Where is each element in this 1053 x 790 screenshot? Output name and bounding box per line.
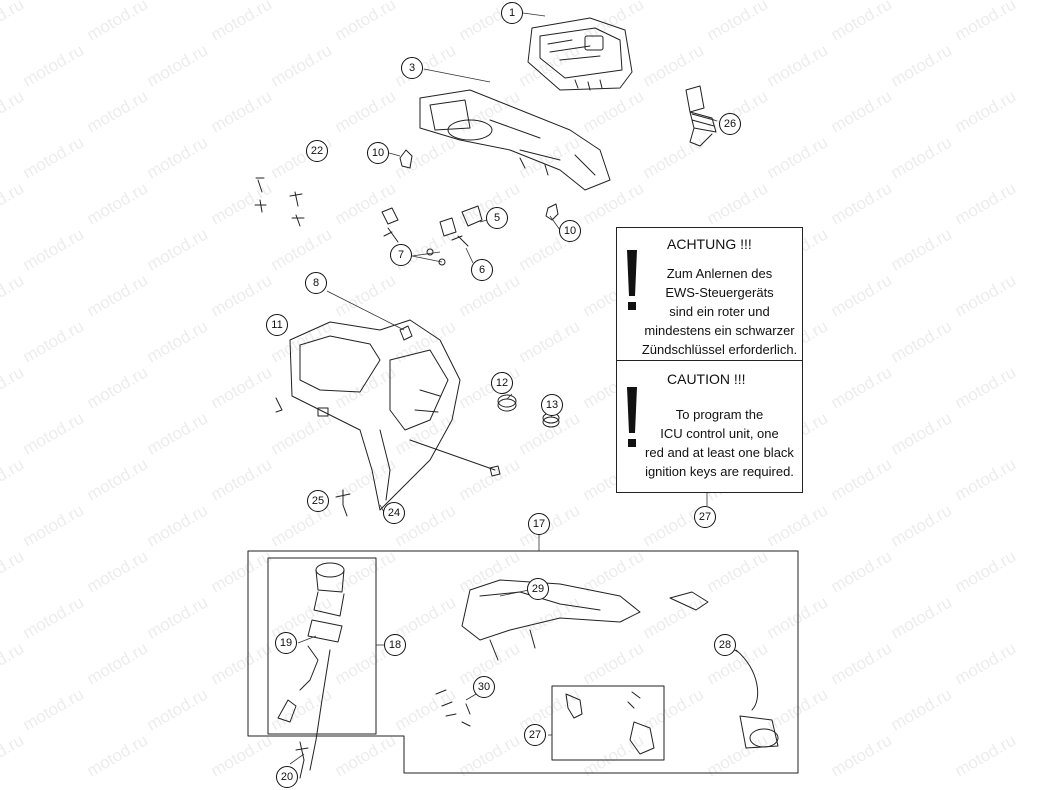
notice-english-line: To program the [675, 407, 764, 422]
notice-english-heading: CAUTION !!! [667, 371, 746, 387]
headlight-bracket-part[interactable] [419, 89, 611, 191]
callout-25: 25 [307, 490, 329, 512]
leader-line [479, 219, 488, 223]
notice-german: ACHTUNG !!! Zum Anlernen des EWS-Steuerg… [617, 228, 802, 361]
ignition-lock-part[interactable] [685, 85, 717, 147]
leader-line [522, 12, 546, 17]
leader-line [549, 215, 561, 231]
leader-line [423, 68, 491, 83]
frame-bracket-part[interactable] [275, 319, 496, 511]
callout-13: 13 [541, 394, 563, 416]
callout-3: 3 [401, 57, 423, 79]
leader-line [297, 635, 317, 644]
callout-5: 5 [486, 207, 508, 229]
leader-line [411, 251, 443, 263]
notice-english-body: To program the ICU control unit, one red… [641, 405, 798, 481]
callout-10b: 10 [559, 220, 581, 242]
leader-line [388, 152, 401, 157]
notice-german-line: mindestens ein schwarzer [644, 323, 795, 338]
callout-18: 18 [384, 634, 406, 656]
callout-30: 30 [473, 676, 495, 698]
callout-22: 22 [306, 140, 328, 162]
notice-english-line: ICU control unit, one [660, 426, 779, 441]
screw-part[interactable] [335, 489, 351, 517]
callout-19: 19 [275, 632, 297, 654]
key-set-subbox [551, 685, 665, 761]
ignition-antenna-part[interactable] [735, 649, 779, 749]
notice-german-line: EWS-Steuergeräts [665, 285, 774, 300]
callout-29: 29 [527, 578, 549, 600]
callout-7: 7 [390, 244, 412, 266]
leader-line [289, 753, 305, 765]
bracket-screw-set[interactable] [381, 205, 483, 266]
notice-english-line: ignition keys are required. [645, 464, 794, 479]
instrument-cluster-part[interactable] [527, 17, 633, 91]
callout-24: 24 [383, 502, 405, 524]
clip-part[interactable] [545, 203, 559, 221]
notice-german-line: Zündschlüssel erforderlich. [641, 342, 798, 357]
callout-8: 8 [305, 272, 327, 294]
notice-german-heading: ACHTUNG !!! [667, 236, 752, 252]
steering-lock-subbox [267, 557, 377, 735]
leader-line [465, 247, 474, 264]
callout-20: 20 [276, 766, 298, 788]
notice-english-line: red and at least one black [645, 445, 794, 460]
leader-line [499, 589, 530, 597]
callout-10a: 10 [367, 142, 389, 164]
notice-german-line: Zum Anlernen des [666, 266, 773, 281]
leader-line [326, 290, 405, 331]
notice-german-line: sind ein roter und [669, 304, 770, 319]
clip-part[interactable] [399, 149, 413, 169]
mounting-bolts-part[interactable] [254, 177, 305, 227]
callout-1: 1 [501, 2, 523, 24]
ignition-kit-outline [247, 550, 799, 774]
callout-6: 6 [471, 259, 493, 281]
callout-17: 17 [528, 513, 550, 535]
steering-lock-part[interactable] [277, 562, 345, 779]
fastener-part[interactable] [435, 689, 471, 727]
key-part[interactable] [565, 691, 655, 755]
leader-line [506, 393, 513, 400]
callout-11: 11 [266, 314, 288, 336]
bushing-part[interactable] [497, 394, 517, 412]
ews-control-unit-part[interactable] [461, 579, 709, 661]
callout-27b: 27 [524, 724, 546, 746]
notice-english: CAUTION !!! To program the ICU control u… [617, 361, 802, 494]
leader-line [707, 117, 718, 122]
callout-12: 12 [491, 372, 513, 394]
callout-26: 26 [719, 113, 741, 135]
callout-28: 28 [714, 634, 736, 656]
bolt-part[interactable] [399, 325, 413, 341]
ignition-key-notice: ACHTUNG !!! Zum Anlernen des EWS-Steuerg… [616, 227, 803, 493]
callout-27a: 27 [694, 506, 716, 528]
bolt-part[interactable] [489, 465, 501, 477]
notice-german-body: Zum Anlernen des EWS-Steuergeräts sind e… [641, 264, 798, 359]
